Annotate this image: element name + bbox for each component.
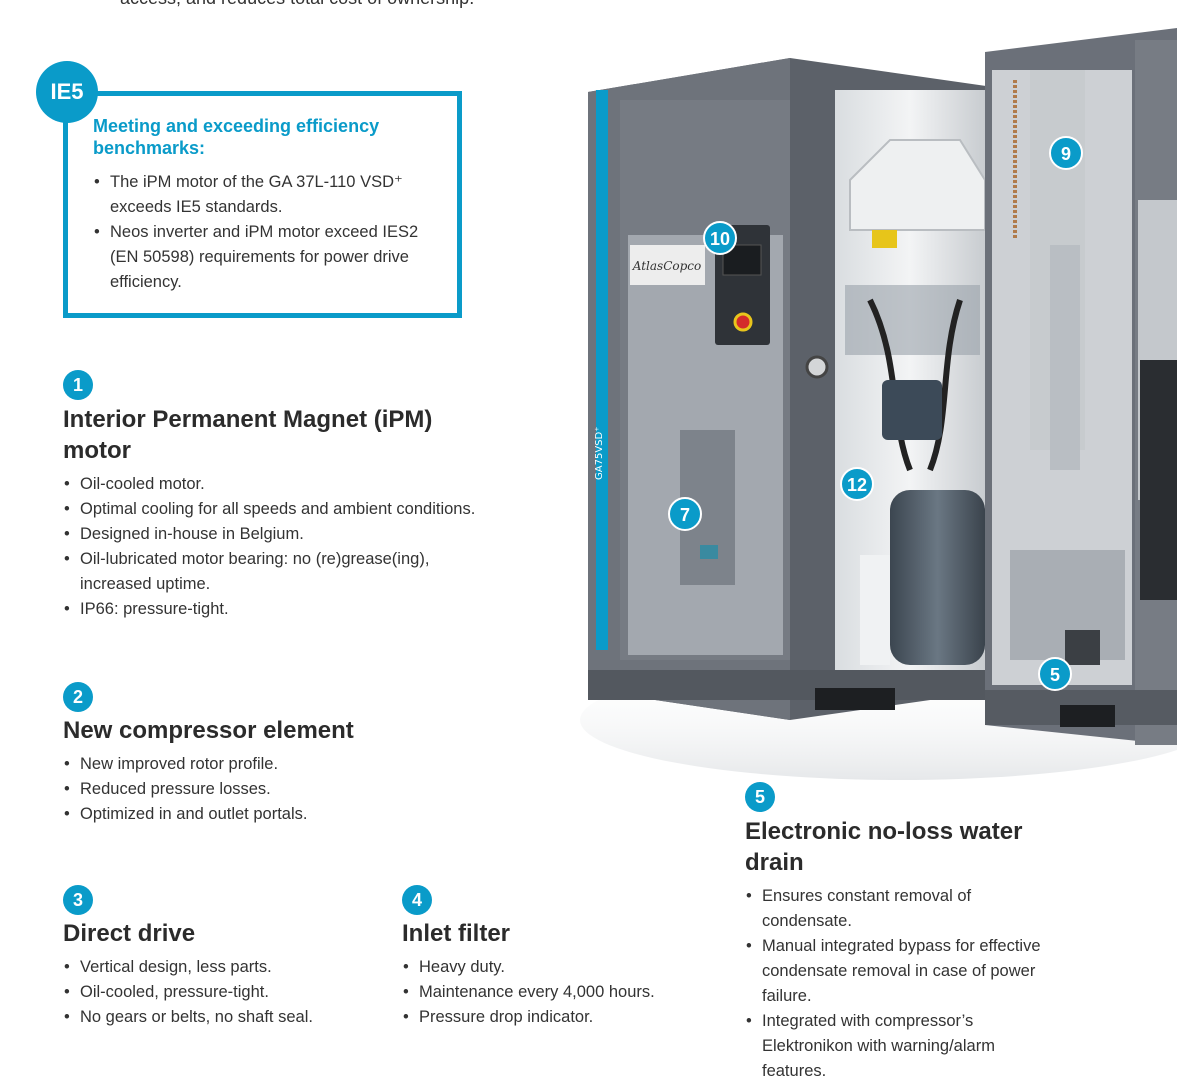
water-drain <box>1065 630 1100 665</box>
section-number-2: 2 <box>63 682 93 712</box>
section-list-direct-drive: Vertical design, less parts. Oil-cooled,… <box>63 955 383 1030</box>
model-label: GA75VSD⁺ <box>594 427 605 480</box>
list-item: Optimized in and outlet portals. <box>63 802 463 827</box>
section-list-inlet-filter: Heavy duty. Maintenance every 4,000 hour… <box>402 955 712 1030</box>
ie5-list: The iPM motor of the GA 37L-110 VSD⁺ exc… <box>93 170 438 295</box>
brand-plate-text: AtlasCopco <box>632 259 701 273</box>
list-item: Integrated with compressor’s Elektroniko… <box>745 1009 1035 1084</box>
section-title-water-drain: Electronic no-loss water drain <box>745 818 1023 876</box>
blue-stripe <box>596 90 608 650</box>
svg-text:12: 12 <box>847 475 867 495</box>
list-item: New improved rotor profile. <box>63 752 463 777</box>
ie5-info-box <box>63 91 462 318</box>
oil-separator-tank <box>890 490 985 665</box>
list-item: Manual integrated bypass for effective c… <box>745 934 1065 1009</box>
callout-12: 12 <box>840 467 874 501</box>
emergency-stop-icon <box>733 312 753 332</box>
list-item: The iPM motor of the GA 37L-110 VSD⁺ exc… <box>93 170 438 220</box>
elektronikon-screen <box>722 244 762 276</box>
compressor-interior <box>835 90 986 670</box>
section-title-ipm-motor: Interior Permanent Magnet (iPM) motor <box>63 406 433 464</box>
list-item: Oil-lubricated motor bearing: no (re)gre… <box>63 547 503 597</box>
svg-text:7: 7 <box>680 505 690 525</box>
section-list-water-drain: Ensures constant removal of condensate. … <box>745 884 1065 1084</box>
compressor-element <box>882 380 942 440</box>
brand-plate <box>630 245 705 285</box>
callout-7: 7 <box>668 497 702 531</box>
callout-9: 9 <box>1049 136 1083 170</box>
list-item: Optimal cooling for all speeds and ambie… <box>63 497 533 522</box>
list-item: Ensures constant removal of condensate. <box>745 884 1065 934</box>
list-item: IP66: pressure-tight. <box>63 597 533 622</box>
list-item: Heavy duty. <box>402 955 712 980</box>
svg-text:9: 9 <box>1061 144 1071 164</box>
list-item: Designed in-house in Belgium. <box>63 522 533 547</box>
left-cabinet: AtlasCopco GA75VSD⁺ <box>588 58 1000 720</box>
forklift-slot <box>815 688 895 710</box>
intro-text-fragment: access, and reduces total cost of owners… <box>120 0 474 9</box>
callout-10: 10 <box>703 221 737 255</box>
ie5-badge: IE5 <box>36 61 98 123</box>
forklift-slot <box>1060 705 1115 727</box>
list-item: Vertical design, less parts. <box>63 955 383 980</box>
right-cabinet <box>985 28 1177 745</box>
section-title-compressor-element: New compressor element <box>63 717 354 744</box>
section-number-4: 4 <box>402 885 432 915</box>
list-item: Neos inverter and iPM motor exceed IES2 … <box>93 220 438 295</box>
ie5-heading: Meeting and exceeding efficiency benchma… <box>93 116 380 158</box>
callout-5: 5 <box>1038 657 1072 691</box>
list-item: Pressure drop indicator. <box>402 1005 712 1030</box>
list-item: Reduced pressure losses. <box>63 777 463 802</box>
section-title-inlet-filter: Inlet filter <box>402 920 511 947</box>
list-item: Oil-cooled motor. <box>63 472 533 497</box>
compressor-illustration: AtlasCopco GA75VSD⁺ <box>580 28 1177 780</box>
section-number-3: 3 <box>63 885 93 915</box>
section-number-1: 1 <box>63 370 93 400</box>
list-item: Maintenance every 4,000 hours. <box>402 980 712 1005</box>
section-list-compressor-element: New improved rotor profile. Reduced pres… <box>63 752 463 827</box>
svg-text:5: 5 <box>1050 665 1060 685</box>
list-item: Oil-cooled, pressure-tight. <box>63 980 383 1005</box>
section-list-ipm-motor: Oil-cooled motor. Optimal cooling for al… <box>63 472 533 622</box>
section-number-5: 5 <box>745 782 775 812</box>
list-item: No gears or belts, no shaft seal. <box>63 1005 383 1030</box>
section-title-direct-drive: Direct drive <box>63 920 196 947</box>
svg-text:10: 10 <box>710 229 730 249</box>
